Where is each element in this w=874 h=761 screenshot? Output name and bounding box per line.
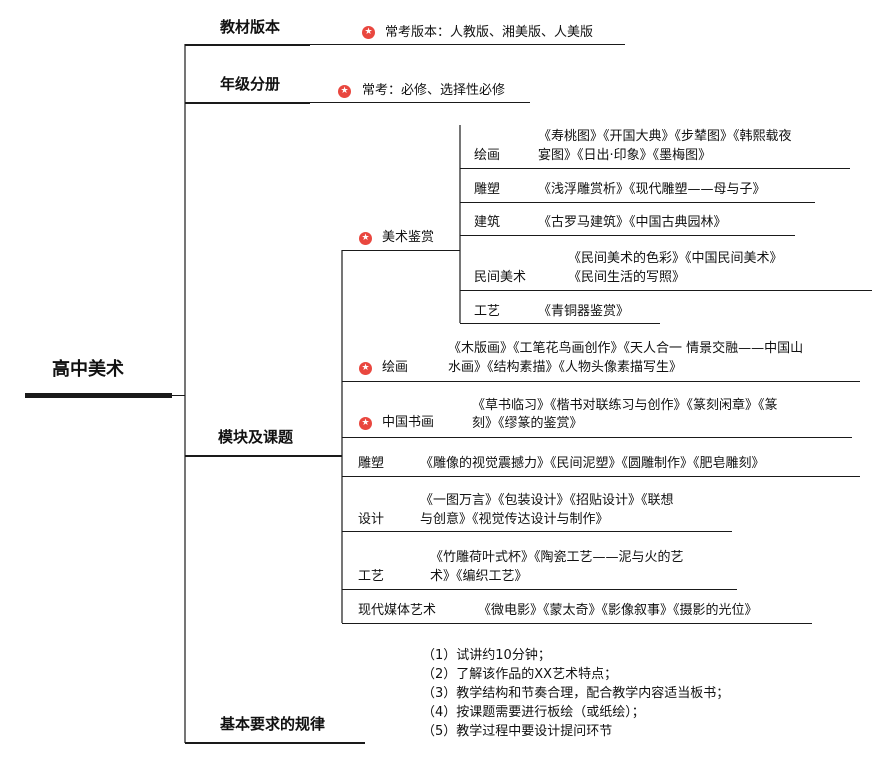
star-badge-icon: ★ bbox=[338, 85, 351, 98]
sculpture-label: 雕塑 bbox=[358, 456, 385, 471]
root-underline bbox=[25, 393, 172, 398]
sculpture-text: 《雕像的视觉震撼力》《民间泥塑》《圆雕制作》《肥皂雕刻》 bbox=[420, 456, 765, 471]
appreciation-item-name: 雕塑 bbox=[474, 182, 501, 197]
branch-modules-line bbox=[185, 455, 342, 457]
branch-grade: 年级分册 bbox=[220, 75, 281, 93]
calligraphy-text: 《草书临习》《楷书对联练习与创作》《篆刻闲章》《篆 bbox=[472, 398, 778, 413]
star-badge-icon: ★ bbox=[359, 417, 372, 430]
appreciation-line bbox=[342, 250, 460, 252]
appreciation-item-text: 《民间美术的色彩》《中国民间美术》 bbox=[568, 251, 783, 266]
painting-line bbox=[342, 381, 860, 383]
calligraphy-label: 中国书画 bbox=[382, 415, 435, 430]
craft-text: 《竹雕荷叶式杯》《陶瓷工艺——泥与火的艺 bbox=[430, 550, 684, 565]
appreciation-item-line bbox=[460, 290, 872, 292]
branch-textbook-line bbox=[185, 44, 310, 46]
star-badge-icon: ★ bbox=[359, 232, 372, 245]
branch-textbook-note-line bbox=[310, 44, 625, 46]
rule-item: （3）教学结构和节奏合理，配合教学内容适当板书； bbox=[422, 686, 730, 701]
branch-modules: 模块及课题 bbox=[218, 428, 294, 446]
appreciation-item-text: 《浅浮雕赏析》《现代雕塑——母与子》 bbox=[538, 182, 766, 197]
branch-grade-line bbox=[185, 102, 310, 104]
craft-text: 术》《编织工艺》 bbox=[430, 569, 528, 584]
design-line bbox=[342, 531, 732, 533]
painting-label: 绘画 bbox=[382, 360, 409, 375]
branch-grade-note-line bbox=[310, 102, 530, 104]
rule-item: （1）试讲约10分钟； bbox=[422, 648, 551, 663]
branch-rules: 基本要求的规律 bbox=[220, 715, 326, 733]
appreciation-item-line bbox=[460, 202, 815, 204]
appreciation-item-text: 《古罗马建筑》《中国古典园林》 bbox=[538, 215, 727, 230]
appreciation-item-name: 民间美术 bbox=[474, 270, 527, 285]
painting-text: 水画》《结构素描》《人物头像素描写生》 bbox=[448, 360, 683, 375]
appreciation-item-name: 建筑 bbox=[474, 215, 501, 230]
appreciation-item-text: 《寿桃图》《开国大典》《步辇图》《韩熙载夜 bbox=[538, 129, 792, 144]
calligraphy-text: 刻》《缪篆的鉴赏》 bbox=[472, 416, 583, 431]
star-badge-icon: ★ bbox=[359, 362, 372, 375]
grade-note: 常考：必修、选择性必修 bbox=[362, 83, 506, 98]
media-text: 《微电影》《蒙太奇》《影像叙事》《摄影的光位》 bbox=[478, 603, 758, 618]
appreciation-item-line bbox=[460, 323, 660, 325]
appreciation-item-text: 《民间生活的写照》 bbox=[568, 270, 686, 285]
design-text: 《一图万言》《包装设计》《招贴设计》《联想 bbox=[420, 493, 674, 508]
media-line bbox=[342, 623, 812, 625]
appreciation-item-text: 宴图》《日出·印象》《墨梅图》 bbox=[538, 148, 712, 163]
rule-item: （5）教学过程中要设计提问环节 bbox=[422, 724, 613, 739]
rule-item: （2）了解该作品的XX艺术特点； bbox=[422, 667, 618, 682]
root-connector bbox=[172, 395, 185, 397]
branch-textbook: 教材版本 bbox=[220, 18, 281, 36]
appreciation-label: 美术鉴赏 bbox=[382, 230, 435, 245]
craft-line bbox=[342, 589, 737, 591]
design-text: 与创意》《视觉传达设计与制作》 bbox=[420, 512, 609, 527]
star-badge-icon: ★ bbox=[362, 26, 375, 39]
rule-item: （4）按课题需要进行板绘（或纸绘）； bbox=[422, 705, 645, 720]
calligraphy-line bbox=[342, 437, 852, 439]
craft-label: 工艺 bbox=[358, 569, 385, 584]
textbook-note: 常考版本：人教版、湘美版、人美版 bbox=[385, 25, 594, 40]
appreciation-item-line bbox=[460, 235, 795, 237]
design-label: 设计 bbox=[358, 512, 385, 527]
media-label: 现代媒体艺术 bbox=[358, 603, 437, 618]
appreciation-item-name: 绘画 bbox=[474, 148, 501, 163]
appreciation-item-line bbox=[460, 168, 850, 170]
painting-text: 《木版画》《工笔花鸟画创作》《天人合一 情景交融——中国山 bbox=[448, 341, 804, 356]
appreciation-item-name: 工艺 bbox=[474, 304, 501, 319]
root-node: 高中美术 bbox=[52, 359, 124, 380]
branch-rules-line bbox=[185, 742, 365, 744]
appreciation-item-text: 《青铜器鉴赏》 bbox=[538, 304, 630, 319]
sculpture-line bbox=[342, 476, 860, 478]
